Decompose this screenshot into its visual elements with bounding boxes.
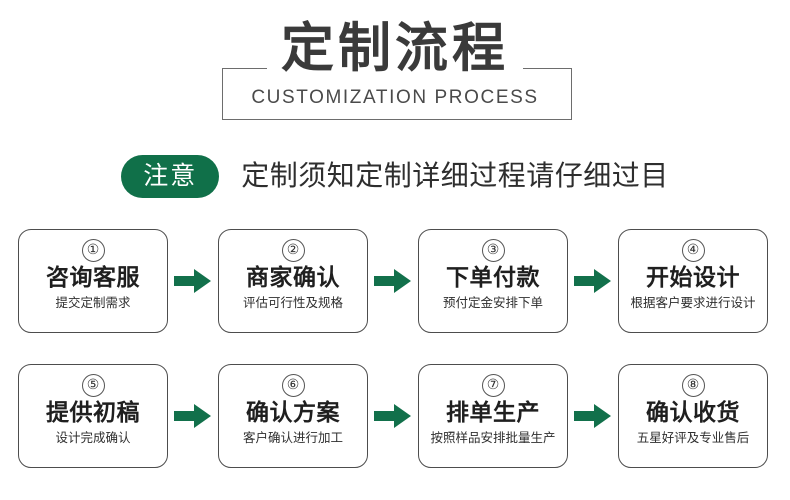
step-title-5: 提供初稿 — [46, 400, 140, 426]
step-subtitle-4: 根据客户要求进行设计 — [630, 295, 756, 310]
arrow-right-icon — [568, 266, 618, 296]
step-number-5: ⑤ — [81, 374, 105, 397]
step-title-2: 商家确认 — [246, 265, 340, 291]
step-number-4: ④ — [681, 239, 705, 262]
arrow-right-icon — [568, 401, 618, 431]
arrow-right-icon — [168, 266, 218, 296]
step-number-6: ⑥ — [281, 374, 305, 397]
step-title-3: 下单付款 — [446, 265, 540, 291]
notice-row: 注意 定制须知定制详细过程请仔细过目 — [0, 152, 790, 200]
step-box-2: ② 商家确认 评估可行性及规格 — [218, 229, 368, 333]
step-title-8: 确认收货 — [646, 400, 740, 426]
page-title-en: CUSTOMIZATION PROCESS — [251, 87, 539, 108]
step-box-5: ⑤ 提供初稿 设计完成确认 — [18, 364, 168, 468]
step-number-8: ⑧ — [681, 374, 705, 397]
step-box-7: ⑦ 排单生产 按照样品安排批量生产 — [418, 364, 568, 468]
arrow-right-icon — [368, 266, 418, 296]
step-subtitle-3: 预付定金安排下单 — [442, 295, 543, 310]
step-subtitle-7: 按照样品安排批量生产 — [430, 430, 556, 445]
step-subtitle-5: 设计完成确认 — [55, 430, 131, 445]
step-title-7: 排单生产 — [446, 400, 540, 426]
step-box-3: ③ 下单付款 预付定金安排下单 — [418, 229, 568, 333]
process-flow-row-2: ⑤ 提供初稿 设计完成确认 ⑥ 确认方案 客户确认进行加工 ⑦ 排单生产 按照样… — [0, 357, 790, 475]
process-flow-row-1: ① 咨询客服 提交定制需求 ② 商家确认 评估可行性及规格 ③ 下单付款 预付定… — [0, 222, 790, 340]
step-number-7: ⑦ — [481, 374, 505, 397]
page-header: 定制流程 CUSTOMIZATION PROCESS — [0, 0, 790, 140]
step-box-6: ⑥ 确认方案 客户确认进行加工 — [218, 364, 368, 468]
step-box-4: ④ 开始设计 根据客户要求进行设计 — [618, 229, 768, 333]
arrow-right-icon — [168, 401, 218, 431]
step-box-8: ⑧ 确认收货 五星好评及专业售后 — [618, 364, 768, 468]
step-number-1: ① — [81, 239, 105, 262]
step-subtitle-8: 五星好评及专业售后 — [636, 430, 750, 445]
step-number-3: ③ — [481, 239, 505, 262]
step-title-6: 确认方案 — [246, 400, 340, 426]
step-title-4: 开始设计 — [646, 265, 740, 291]
step-number-2: ② — [281, 239, 305, 262]
notice-text: 定制须知定制详细过程请仔细过目 — [241, 159, 669, 192]
notice-badge: 注意 — [121, 154, 220, 198]
page-title-en-wrapper: CUSTOMIZATION PROCESS — [0, 86, 790, 110]
step-subtitle-2: 评估可行性及规格 — [242, 295, 343, 310]
arrow-right-icon — [368, 401, 418, 431]
process-flow: ① 咨询客服 提交定制需求 ② 商家确认 评估可行性及规格 ③ 下单付款 预付定… — [0, 222, 790, 475]
step-subtitle-1: 提交定制需求 — [55, 295, 131, 310]
step-box-1: ① 咨询客服 提交定制需求 — [18, 229, 168, 333]
step-subtitle-6: 客户确认进行加工 — [242, 430, 343, 445]
step-title-1: 咨询客服 — [46, 265, 140, 291]
